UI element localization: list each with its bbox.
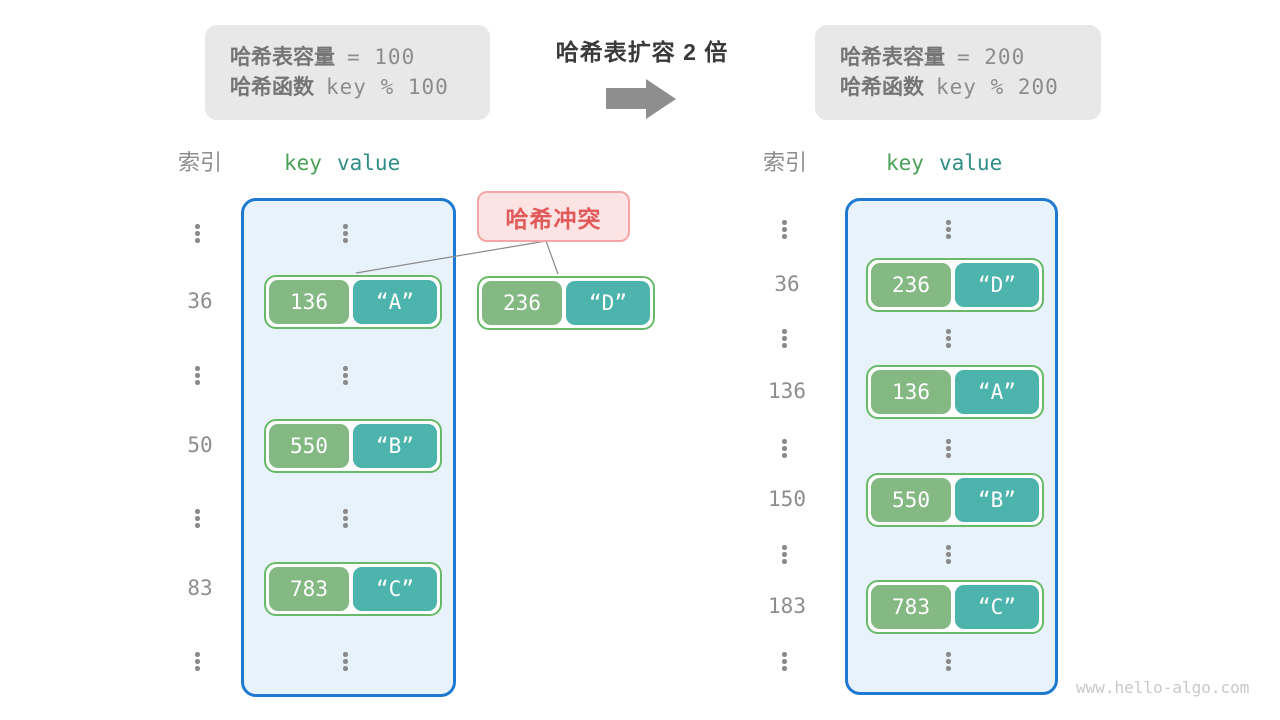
- ellipsis-dots: [782, 438, 787, 459]
- left-header-value: value: [337, 151, 401, 175]
- value-cell: “B”: [353, 424, 437, 468]
- kv-pair-783-C: 783 “C”: [264, 562, 442, 616]
- ellipsis-dots: [343, 223, 348, 244]
- hash-collision-label: 哈希冲突: [477, 191, 630, 242]
- capacity-label: 哈希表容量: [230, 46, 335, 69]
- kv-pair-236-D: 236 “D”: [866, 258, 1044, 312]
- hash-function-value: key % 200: [936, 75, 1059, 99]
- ellipsis-dots: [782, 328, 787, 349]
- value-cell: “D”: [566, 281, 650, 325]
- key-cell: 550: [269, 424, 349, 468]
- value-cell: “D”: [955, 263, 1039, 307]
- ellipsis-dots: [946, 219, 951, 240]
- key-cell: 783: [871, 585, 951, 629]
- index-label: 183: [768, 594, 806, 618]
- ellipsis-dots: [343, 508, 348, 529]
- key-cell: 136: [269, 280, 349, 324]
- right-capacity-info-box: 哈希表容量 = 200 哈希函数 key % 200: [815, 25, 1101, 120]
- ellipsis-dots: [195, 508, 200, 529]
- hash-function-label: 哈希函数: [840, 76, 924, 99]
- capacity-line: 哈希表容量 = 200: [840, 45, 1101, 69]
- key-cell: 236: [871, 263, 951, 307]
- kv-pair-236-D-colliding: 236 “D”: [477, 276, 655, 330]
- ellipsis-dots: [343, 651, 348, 672]
- index-label: 36: [187, 289, 213, 313]
- ellipsis-dots: [946, 544, 951, 565]
- capacity-value: = 200: [957, 45, 1026, 69]
- kv-pair-136-A: 136 “A”: [264, 275, 442, 329]
- index-label: 36: [774, 272, 800, 296]
- ellipsis-dots: [195, 223, 200, 244]
- ellipsis-dots: [946, 651, 951, 672]
- value-cell: “A”: [955, 370, 1039, 414]
- key-cell: 136: [871, 370, 951, 414]
- index-label: 83: [187, 576, 213, 600]
- ellipsis-dots: [343, 365, 348, 386]
- capacity-line: 哈希表容量 = 100: [230, 45, 490, 69]
- left-header-key: key: [284, 151, 322, 175]
- hash-function-line: 哈希函数 key % 100: [230, 75, 490, 99]
- capacity-value: = 100: [347, 45, 416, 69]
- key-cell: 783: [269, 567, 349, 611]
- kv-pair-550-B: 550 “B”: [866, 473, 1044, 527]
- ellipsis-dots: [782, 544, 787, 565]
- right-header-index: 索引: [763, 150, 808, 175]
- expand-title: 哈希表扩容 2 倍: [555, 39, 729, 65]
- kv-pair-550-B: 550 “B”: [264, 419, 442, 473]
- right-arrow-icon: [606, 76, 678, 122]
- right-header-value: value: [939, 151, 1003, 175]
- left-capacity-info-box: 哈希表容量 = 100 哈希函数 key % 100: [205, 25, 490, 120]
- value-cell: “B”: [955, 478, 1039, 522]
- ellipsis-dots: [195, 651, 200, 672]
- watermark: www.hello-algo.com: [1076, 678, 1250, 697]
- index-label: 50: [187, 433, 213, 457]
- kv-pair-783-C: 783 “C”: [866, 580, 1044, 634]
- value-cell: “C”: [955, 585, 1039, 629]
- index-label: 150: [768, 487, 806, 511]
- ellipsis-dots: [782, 219, 787, 240]
- hash-function-value: key % 100: [326, 75, 449, 99]
- ellipsis-dots: [782, 651, 787, 672]
- kv-pair-136-A: 136 “A”: [866, 365, 1044, 419]
- capacity-label: 哈希表容量: [840, 46, 945, 69]
- key-cell: 550: [871, 478, 951, 522]
- left-header-index: 索引: [178, 150, 223, 175]
- ellipsis-dots: [946, 328, 951, 349]
- value-cell: “A”: [353, 280, 437, 324]
- index-label: 136: [768, 379, 806, 403]
- ellipsis-dots: [946, 438, 951, 459]
- ellipsis-dots: [195, 365, 200, 386]
- key-cell: 236: [482, 281, 562, 325]
- right-header-key: key: [886, 151, 924, 175]
- hash-function-line: 哈希函数 key % 200: [840, 75, 1101, 99]
- value-cell: “C”: [353, 567, 437, 611]
- hash-function-label: 哈希函数: [230, 76, 314, 99]
